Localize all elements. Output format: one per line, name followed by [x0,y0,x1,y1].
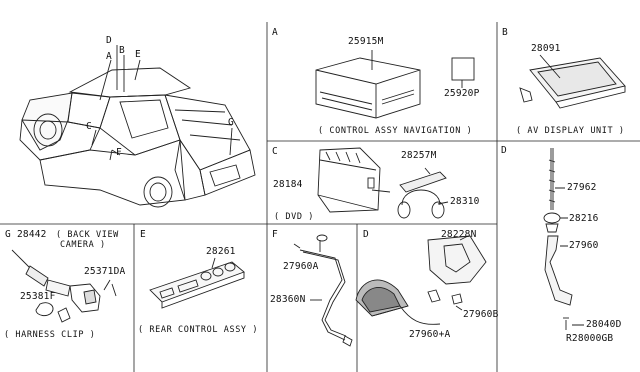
part-25381F: 25381F [20,291,56,302]
part-25920P: 25920P [444,88,480,99]
panel-g-title-2: CAMERA ) [60,240,106,250]
callout-f: F [116,147,122,158]
part-28257M: 28257M [401,150,437,161]
part-25371DA: 25371DA [84,266,126,277]
part-28310: 28310 [450,196,480,207]
part-28360N: 28360N [270,294,306,305]
pickup-truck-drawing [19,45,256,208]
callout-b: B [119,45,125,56]
roof-antenna-base-drawing [355,235,487,325]
panel-d-letter: D [501,145,507,156]
panel-d-bottom-letter: D [363,229,369,240]
panel-f-letter: F [272,229,278,240]
panel-e-caption: ( REAR CONTROL ASSY ) [138,325,259,335]
panel-g-letter: G [5,229,11,240]
part-27960: 27960 [569,240,599,251]
callout-a: A [106,51,112,62]
part-28228N: 28228N [441,229,477,240]
part-28040D: 28040D [586,319,622,330]
panel-a-letter: A [272,27,278,38]
panel-b-caption: ( AV DISPLAY UNIT ) [516,126,625,136]
antenna-drawing [543,148,584,330]
part-27960A: 27960A [283,261,319,272]
callout-e: E [135,49,141,60]
part-28184: 28184 [273,179,303,190]
part-28091: 28091 [531,43,561,54]
antenna-cable-drawing [293,234,353,347]
part-27962: 27962 [567,182,597,193]
panel-e-letter: E [140,229,146,240]
navigation-unit-drawing [315,50,475,119]
callout-c: C [86,121,92,132]
callout-d: D [106,35,112,46]
diagram-code: R28000GB [566,333,614,344]
panel-a-caption: ( CONTROL ASSY NAVIGATION ) [318,126,473,136]
part-28442: 28442 [17,229,47,240]
callout-g: G [228,117,234,128]
back-view-camera-drawing [11,249,117,323]
part-28261: 28261 [206,246,236,257]
rear-control-assy-drawing [149,257,245,309]
av-display-unit-drawing [519,54,626,109]
panel-g-caption: ( HARNESS CLIP ) [4,330,96,340]
panel-c-letter: C [272,146,278,157]
panel-g-title: ( BACK VIEW [56,230,119,240]
panel-c-caption: ( DVD ) [274,212,315,222]
part-25915M: 25915M [348,36,384,47]
part-28216: 28216 [569,213,599,224]
part-27960A-plus: 27960+A [409,329,451,340]
dvd-player-drawing [317,147,449,219]
panel-b-letter: B [502,27,508,38]
part-27960B: 27960B [463,309,499,320]
